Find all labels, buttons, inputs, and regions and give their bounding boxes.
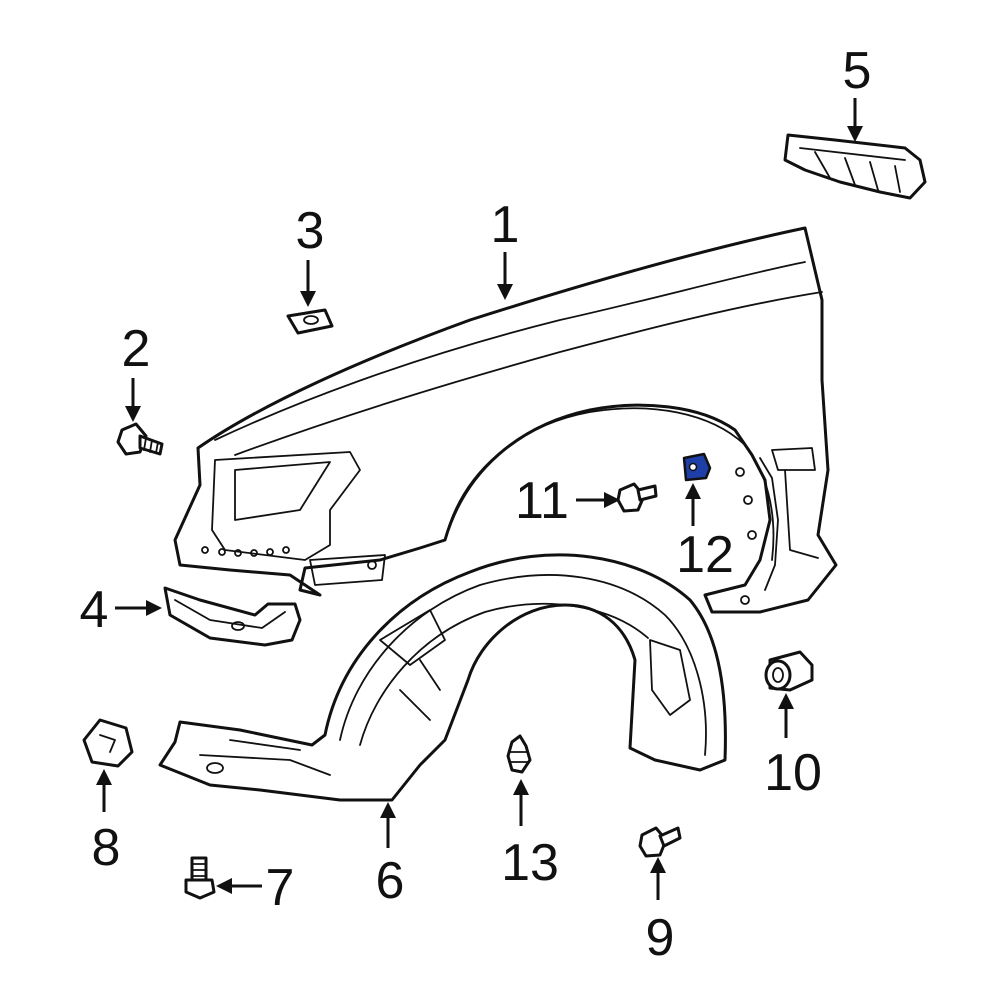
part-1-fender[interactable] bbox=[173, 226, 838, 614]
callout-9: 9 bbox=[646, 909, 675, 967]
callout-7: 7 bbox=[266, 859, 295, 917]
part-9-bolt[interactable] bbox=[638, 826, 682, 858]
part-4-bracket[interactable] bbox=[163, 586, 302, 647]
part-11-bolt[interactable] bbox=[616, 482, 658, 513]
part-6-fender-liner[interactable] bbox=[158, 553, 727, 802]
part-7-screw[interactable] bbox=[184, 856, 216, 900]
part-8-pad[interactable] bbox=[82, 718, 134, 768]
callout-4: 4 bbox=[80, 581, 109, 639]
callout-8: 8 bbox=[92, 819, 121, 877]
callout-2: 2 bbox=[122, 320, 151, 378]
leader-arrows bbox=[96, 98, 863, 900]
part-2-bolt[interactable] bbox=[116, 422, 164, 456]
callout-numbers: 1 2 3 4 5 6 7 8 9 10 11 12 13 bbox=[80, 42, 872, 967]
callout-10: 10 bbox=[764, 744, 822, 802]
part-5-bracket[interactable] bbox=[783, 133, 927, 200]
callout-5: 5 bbox=[843, 42, 872, 100]
callout-11: 11 bbox=[515, 472, 569, 530]
callout-1: 1 bbox=[491, 196, 520, 254]
part-3-nut[interactable] bbox=[286, 308, 334, 335]
part-10-grommet[interactable] bbox=[764, 650, 814, 692]
part-12-clip[interactable] bbox=[682, 452, 712, 482]
callout-6: 6 bbox=[376, 852, 405, 910]
part-13-retainer[interactable] bbox=[506, 734, 532, 774]
callout-3: 3 bbox=[296, 202, 325, 260]
callout-13: 13 bbox=[501, 834, 559, 892]
callout-12: 12 bbox=[676, 526, 734, 584]
